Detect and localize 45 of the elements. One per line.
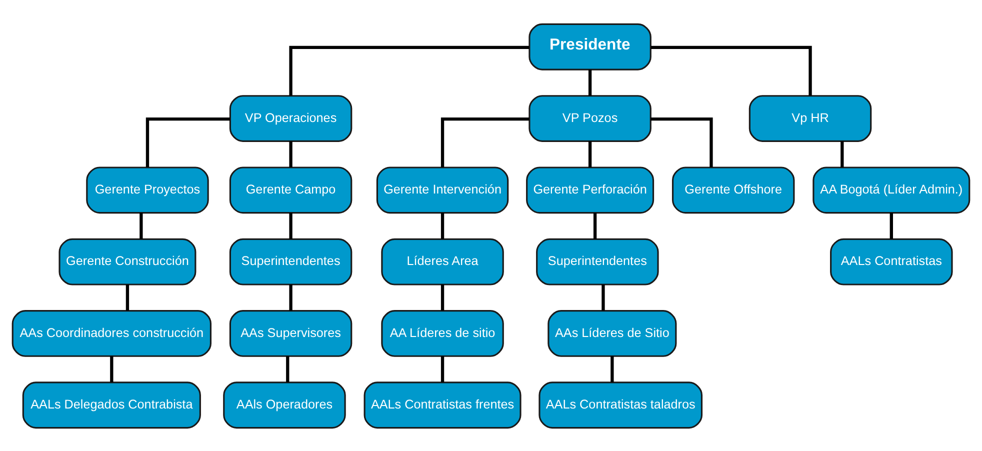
connector (440, 212, 444, 239)
node-box: AAs Supervisores (229, 310, 352, 356)
node-box: Gerente Perforación (526, 166, 654, 214)
node-box: AA Bogotá (Líder Admin.) (812, 166, 970, 214)
connector (110, 356, 114, 382)
node-box: AALs Contratistas frentes (364, 381, 522, 428)
connector (126, 284, 130, 310)
node-box: AALs Contratistas taladros (538, 381, 703, 428)
node-box: AA Líderes de sitio (381, 310, 504, 356)
node-box: Vp HR (748, 94, 872, 142)
connector (146, 116, 230, 167)
node-box: VP Pozos (528, 94, 652, 142)
connector (610, 356, 614, 382)
connector (289, 284, 292, 310)
connector (588, 69, 592, 96)
node-box: Gerente Intervención (376, 166, 509, 214)
node-box: VP Operaciones (229, 94, 352, 142)
connector (840, 140, 844, 167)
connector (140, 212, 143, 239)
connector (588, 140, 592, 167)
node-box: Gerente Campo (229, 166, 352, 214)
connector (289, 140, 292, 167)
node-box: AALs Contratistas (830, 238, 953, 285)
connector (650, 116, 713, 167)
node-box: AAs Líderes de Sitio (548, 310, 677, 356)
connector (593, 212, 597, 239)
connector (650, 45, 812, 96)
connector (890, 212, 893, 239)
connector (289, 45, 530, 96)
connector (440, 356, 444, 382)
node-box: AAs Coordinadores construcción (12, 310, 212, 356)
node-box: Superintendentes (229, 238, 352, 285)
connector (440, 284, 444, 310)
connector (440, 116, 530, 167)
node-box: Gerente Construcción (58, 238, 196, 285)
node-box: AALs Delegados Contrabista (22, 381, 201, 428)
connector (602, 284, 605, 310)
node-box: Superintendentes (536, 238, 659, 285)
node-box: Líderes Area (381, 238, 504, 285)
connector (289, 212, 292, 239)
connector (286, 356, 290, 382)
node-box: AAls Operadores (223, 381, 346, 428)
node-box: Gerente Proyectos (86, 166, 209, 214)
node-box: Presidente (528, 22, 652, 70)
node-box: Gerente Offshore (672, 166, 795, 214)
